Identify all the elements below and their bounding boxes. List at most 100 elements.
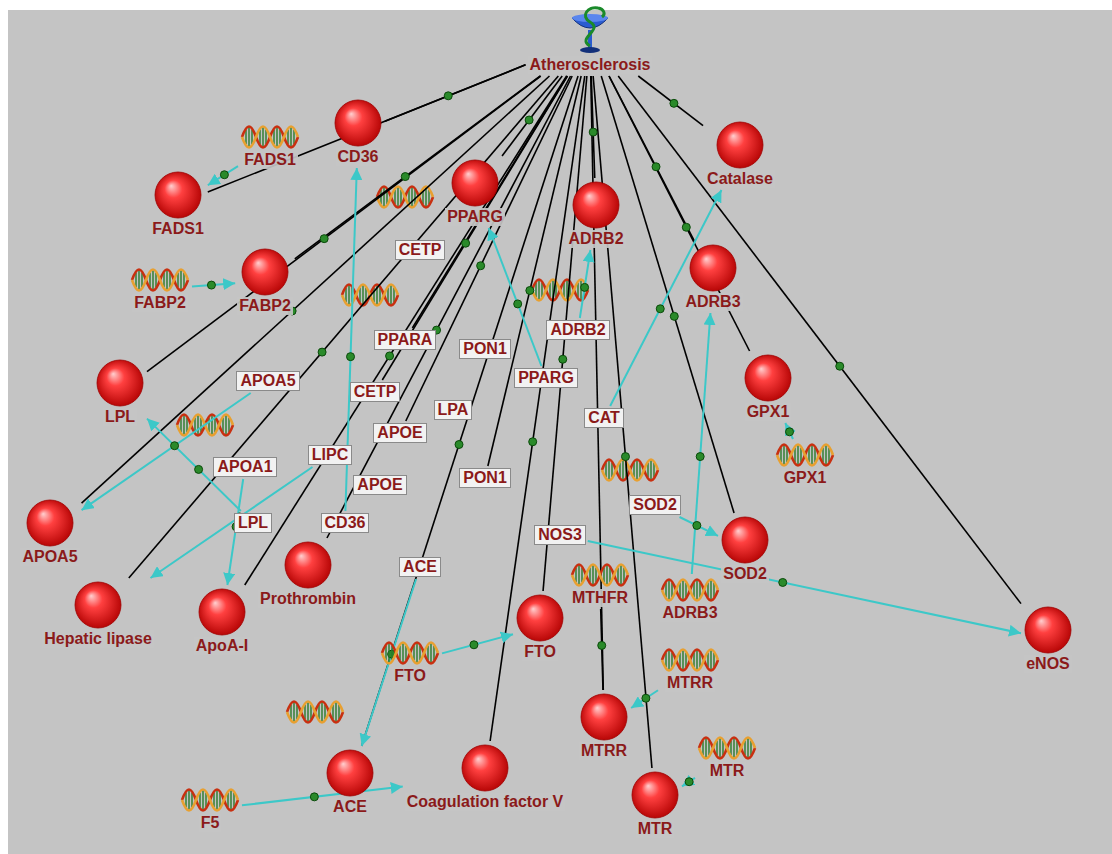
protein-sphere	[333, 98, 383, 148]
expression-arrow	[588, 541, 1021, 633]
node-label: FTO	[522, 643, 558, 661]
node-label: ADRB2	[566, 230, 625, 248]
expression-arrow	[785, 423, 793, 439]
tag-node: ACE	[399, 557, 441, 577]
node-label: APOA5	[20, 548, 79, 566]
node-label: FABP2	[237, 297, 293, 315]
tag-node: PON1	[459, 468, 511, 488]
protein-sphere	[197, 587, 247, 637]
interaction-dot	[477, 262, 485, 270]
interaction-line	[618, 76, 1021, 604]
tag-node: APOA5	[236, 371, 299, 391]
tag-node: LPA	[434, 400, 473, 420]
protein-sphere	[325, 748, 375, 798]
interaction-dot	[652, 163, 660, 171]
interaction-dot	[779, 578, 787, 586]
tag-node: APOA1	[213, 457, 276, 477]
protein-sphere	[1023, 605, 1073, 655]
expression-arrow	[631, 690, 658, 708]
node-label: Hepatic lipase	[42, 630, 154, 648]
interaction-dot	[670, 99, 678, 107]
tag-label: ACE	[399, 557, 441, 577]
protein-node: Coagulation factor V	[405, 743, 565, 811]
interaction-dot	[320, 235, 328, 243]
tag-label: CAT	[584, 408, 624, 428]
interaction-dot	[682, 223, 690, 231]
node-label: Prothrombin	[258, 590, 358, 608]
interaction-dot	[581, 283, 589, 291]
protein-node: ACE	[325, 748, 375, 816]
interaction-dot	[514, 300, 522, 308]
interaction-dot	[462, 239, 470, 247]
interaction-line	[609, 76, 750, 351]
protein-node: Prothrombin	[258, 540, 358, 608]
interaction-dot	[310, 793, 318, 801]
interaction-dot	[470, 641, 478, 649]
protein-sphere	[515, 593, 565, 643]
tag-label: APOA5	[236, 371, 299, 391]
interaction-line	[362, 76, 578, 746]
tag-label: LPA	[434, 400, 473, 420]
protein-node: ADRB3	[683, 243, 742, 311]
node-label: F5	[199, 814, 222, 832]
gene-node: GPX1	[775, 441, 835, 487]
interaction-dot	[598, 641, 606, 649]
expression-arrow	[442, 634, 513, 653]
node-label: MTR	[636, 820, 675, 838]
tag-node: LPL	[234, 513, 272, 533]
canvas-ground	[8, 10, 1112, 854]
protein-sphere	[715, 120, 765, 170]
expression-arrow	[580, 250, 591, 318]
interaction-line	[488, 76, 581, 466]
tag-node: PPARG	[514, 368, 578, 388]
protein-sphere	[73, 580, 123, 630]
expression-arrow	[82, 393, 251, 510]
node-label: GPX1	[782, 469, 829, 487]
node-label: CD36	[336, 148, 381, 166]
interaction-dot	[693, 521, 701, 529]
node-label: MTRR	[665, 674, 715, 692]
node-label: LPL	[103, 408, 137, 426]
protein-node: FTO	[515, 593, 565, 661]
node-label: FTO	[392, 667, 428, 685]
expression-arrow	[692, 313, 711, 574]
tag-label: PON1	[459, 339, 511, 359]
tag-label: SOD2	[629, 495, 681, 515]
tag-node: SOD2	[629, 495, 681, 515]
protein-sphere	[688, 243, 738, 293]
tag-node: CETP	[395, 240, 446, 260]
interaction-line	[129, 76, 559, 578]
interaction-dot	[318, 348, 326, 356]
protein-node: ApoA-I	[194, 587, 250, 655]
protein-node: MTRR	[579, 692, 629, 760]
node-label: ApoA-I	[194, 637, 250, 655]
expression-arrow	[680, 517, 718, 536]
protein-sphere	[283, 540, 333, 590]
interaction-dot	[559, 355, 567, 363]
node-label: Atherosclerosis	[528, 56, 653, 74]
tag-node: CD36	[321, 513, 370, 533]
interaction-dot	[670, 312, 678, 320]
expression-arrow	[242, 787, 403, 806]
interaction-dot	[642, 694, 650, 702]
interaction-line	[490, 76, 585, 741]
protein-node: SOD2	[720, 515, 770, 583]
interaction-dot	[836, 362, 844, 370]
gene-node: MTRR	[660, 646, 720, 692]
gene-icons	[177, 187, 658, 723]
protein-sphere	[579, 692, 629, 742]
tag-label: LPL	[234, 513, 272, 533]
disease-node: Atherosclerosis	[528, 4, 653, 74]
interaction-dot	[401, 173, 409, 181]
tag-label: PPARG	[514, 368, 578, 388]
protein-sphere	[743, 353, 793, 403]
disease-icon	[568, 4, 612, 56]
gene-icon	[380, 639, 440, 667]
node-label: FABP2	[132, 294, 188, 312]
node-label: ADRB3	[660, 604, 719, 622]
gene-node: FABP2	[130, 266, 190, 312]
interaction-line	[82, 76, 550, 503]
protein-sphere	[95, 358, 145, 408]
interaction-dot	[685, 778, 693, 786]
